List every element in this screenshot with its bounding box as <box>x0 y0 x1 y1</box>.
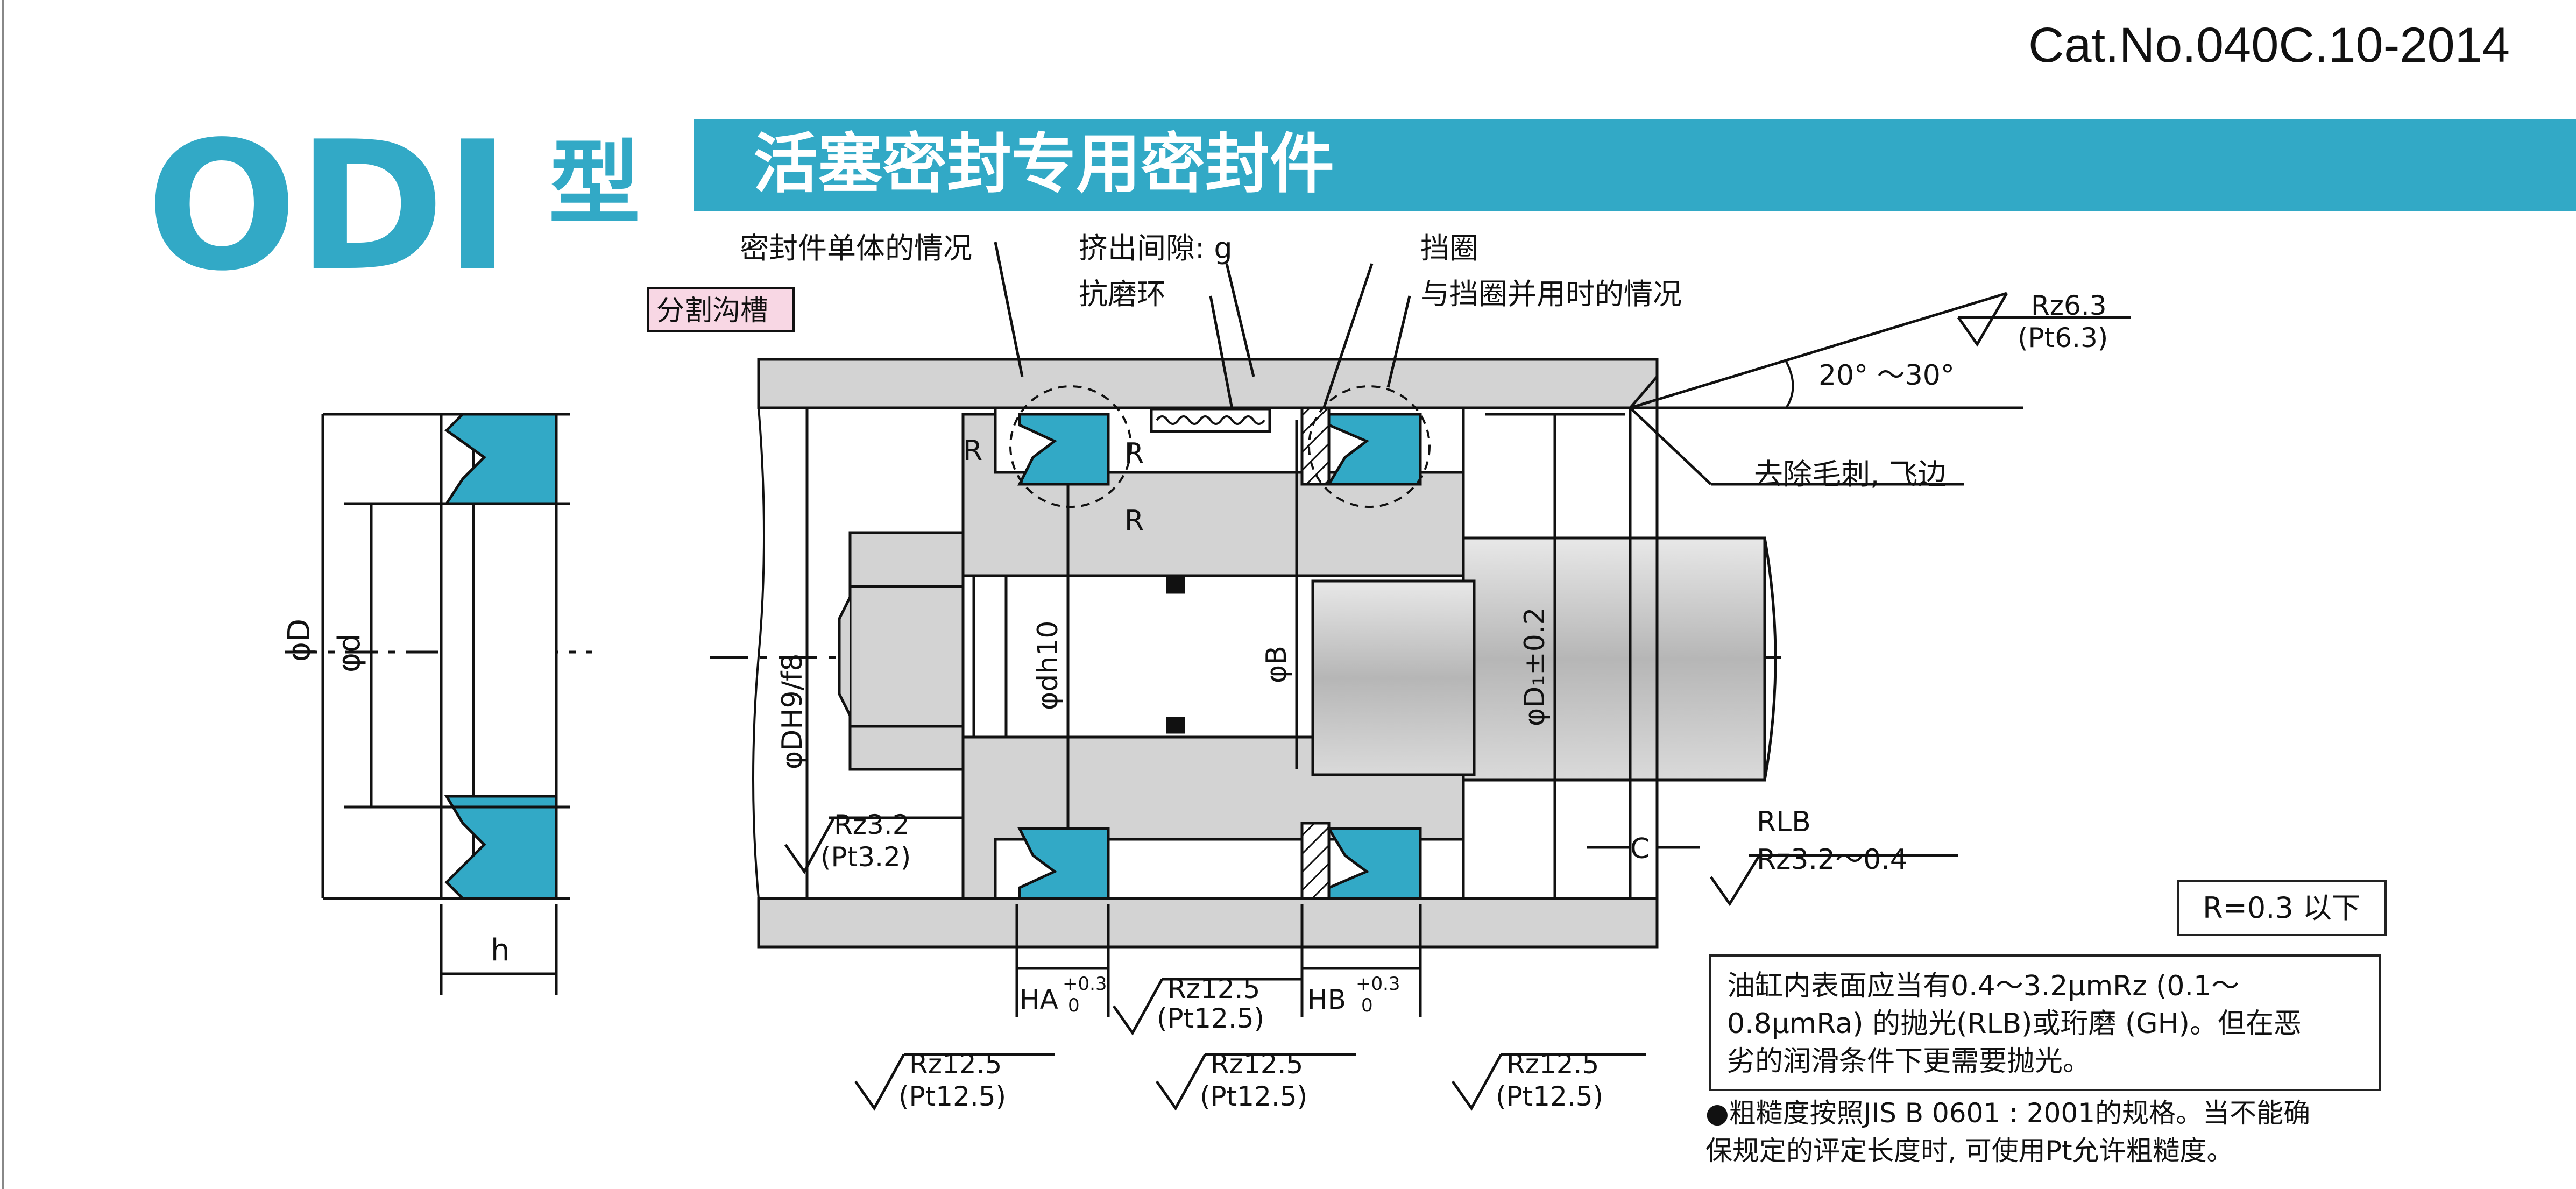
label-split-groove: 分割沟槽 <box>656 295 768 327</box>
label-pt63: (Pt6.3) <box>2018 322 2108 353</box>
series-logo: ODI 型 <box>146 103 640 310</box>
label-rz125-center: Rz12.5 <box>1211 1049 1303 1080</box>
label-hb: HB <box>1307 984 1346 1015</box>
dim-phi-B: φB <box>1261 646 1293 683</box>
label-extrusion-gap: 挤出间隙: g <box>1079 231 1233 265</box>
label-pt125-mid: (Pt12.5) <box>1157 1003 1264 1034</box>
piston-nut <box>848 531 965 771</box>
label-rz32: Rz3.2 <box>834 809 910 840</box>
label-hb-tol-zero: 0 <box>1361 995 1373 1016</box>
label-rz63: Rz6.3 <box>2031 290 2107 321</box>
page-title: 活塞密封专用密封件 <box>753 127 1334 202</box>
label-wear-ring: 抗磨环 <box>1079 277 1166 311</box>
label-pt32: (Pt3.2) <box>820 841 911 873</box>
label-chamfer-angle: 20° ～30° <box>1818 359 1955 392</box>
label-deburr: 去除毛刺, 飞边 <box>1754 457 1947 491</box>
footnote-line: 保规定的评定长度时, 可使用Pt允许粗糙度。 <box>1705 1135 2234 1166</box>
footnote-line: ●粗糙度按照JIS B 0601 : 2001的规格。当不能确 <box>1705 1098 2311 1129</box>
seal-cross-section <box>285 413 592 995</box>
seal-top-left <box>1017 413 1110 486</box>
cylinder-wall-top <box>757 358 1659 409</box>
label-r-1: R <box>963 435 982 467</box>
cylinder-note-line: 劣的润滑条件下更需要抛光。 <box>1727 1045 2091 1078</box>
dim-h: h <box>491 933 510 968</box>
label-rz125-right: Rz12.5 <box>1506 1049 1599 1080</box>
backup-ring-bottom <box>1300 822 1331 900</box>
label-ha-tol-zero: 0 <box>1068 995 1080 1016</box>
label-seal-single: 密封件单体的情况 <box>740 231 972 265</box>
label-rz125-left: Rz12.5 <box>909 1049 1002 1080</box>
logo-suffix: 型 <box>549 131 640 237</box>
label-c: C <box>1630 833 1650 865</box>
seal-bottom-right <box>1326 827 1422 900</box>
cylinder-note-line: 0.8μmRa) 的抛光(RLB)或珩磨 (GH)。但在恶 <box>1727 1008 2302 1040</box>
label-rz-rlb: Rz3.2～0.4 <box>1757 844 1908 876</box>
label-r-2: R <box>1124 437 1144 470</box>
catalog-number: Cat.No.040C.10-2014 <box>2028 18 2510 73</box>
label-hb-tol-plus: +0.3 <box>1356 973 1400 995</box>
wear-ring <box>1150 407 1271 433</box>
assembly-drawing <box>710 242 2131 1017</box>
roughness-symbols <box>784 292 2008 1111</box>
dim-phi-d: φd <box>332 634 367 673</box>
split-groove-tag <box>647 287 795 332</box>
label-ha: HA <box>1020 984 1058 1015</box>
label-backup-ring: 挡圈 <box>1420 231 1478 265</box>
dim-phi-D: φD <box>282 619 317 662</box>
logo-text: ODI <box>146 103 511 310</box>
dim-phi-D-H9f8: φDH9/f8 <box>776 654 809 769</box>
label-rz125-mid: Rz12.5 <box>1167 973 1260 1004</box>
label-rlb: RLB <box>1757 806 1811 838</box>
seal-top-right <box>1326 413 1422 486</box>
label-ha-tol-plus: +0.3 <box>1063 973 1107 995</box>
cylinder-wall-bottom <box>757 897 1659 949</box>
cylinder-note-line: 油缸内表面应当有0.4～3.2μmRz (0.1～ <box>1727 970 2240 1002</box>
roughness-footnote: ●粗糙度按照JIS B 0601 : 2001的规格。当不能确 保规定的评定长度… <box>1705 1094 2405 1170</box>
title-bar <box>694 119 2576 211</box>
label-r-3: R <box>1124 505 1144 537</box>
label-with-backup: 与挡圈并用时的情况 <box>1420 277 1682 311</box>
r-note-box: R=0.3 以下 <box>2177 880 2387 936</box>
label-pt125-center: (Pt12.5) <box>1200 1081 1307 1112</box>
cylinder-note-box: 油缸内表面应当有0.4～3.2μmRz (0.1～ 0.8μmRa) 的抛光(R… <box>1709 954 2381 1091</box>
label-pt125-right: (Pt12.5) <box>1496 1081 1603 1112</box>
seal-bottom-left <box>1017 827 1110 900</box>
dim-phi-d-h10: φdh10 <box>1032 621 1064 710</box>
piston-rod <box>1462 536 1766 782</box>
dim-phi-D1: φD₁±0.2 <box>1519 607 1551 726</box>
label-pt125-left: (Pt12.5) <box>898 1081 1006 1112</box>
